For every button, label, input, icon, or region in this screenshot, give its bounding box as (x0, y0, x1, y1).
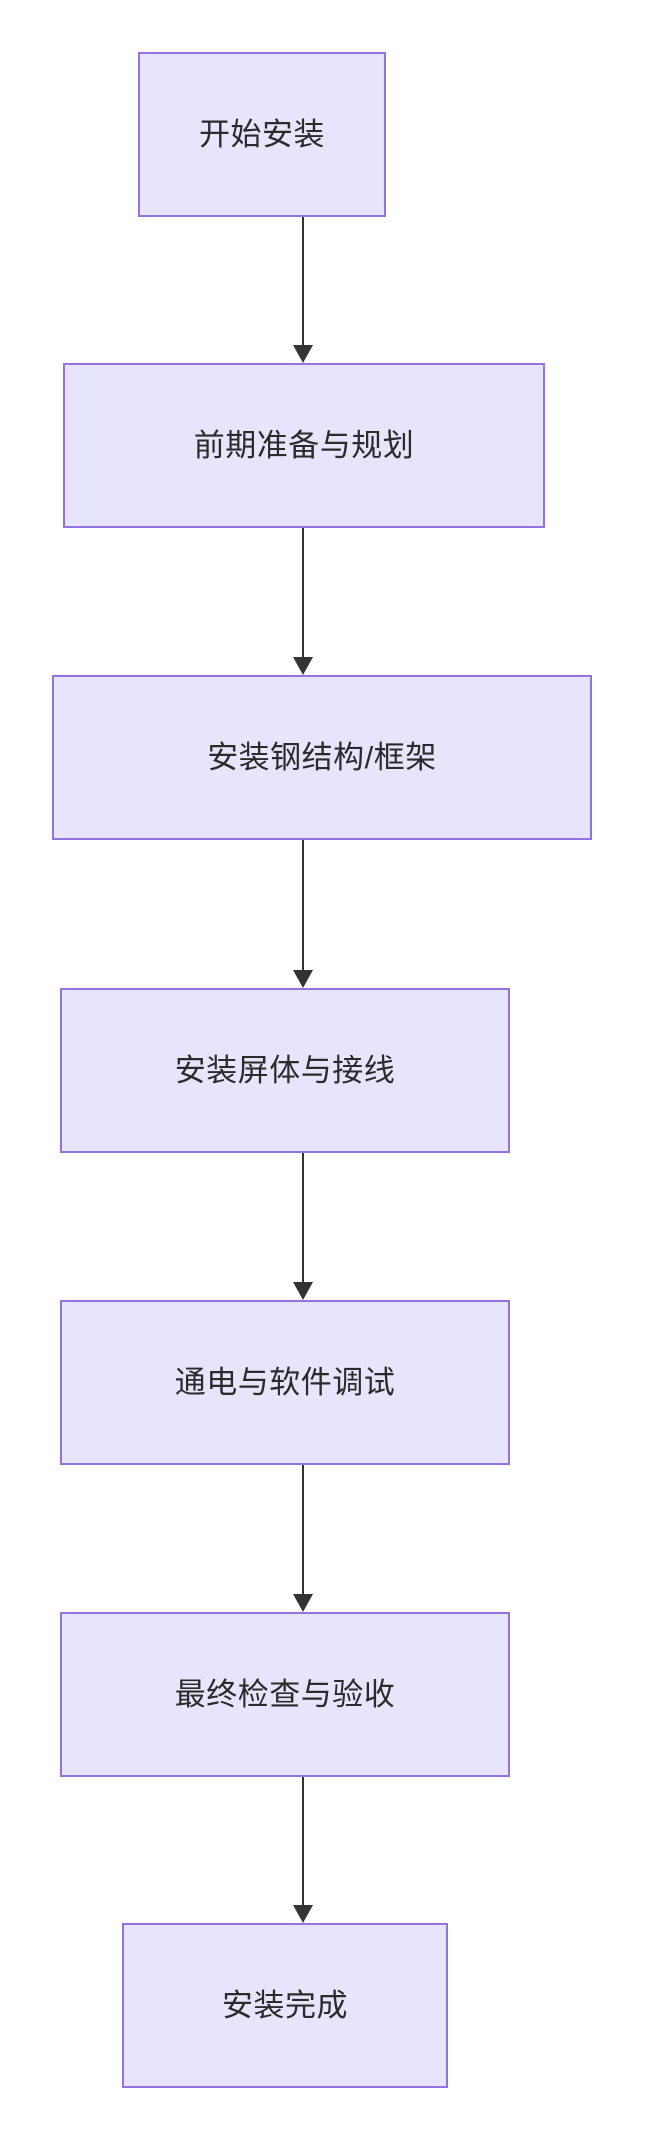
flowchart-node-label-n7: 安装完成 (222, 1987, 348, 2023)
edge-arrowhead-e5 (293, 1594, 313, 1612)
flowchart-node-label-n2: 前期准备与规划 (193, 427, 415, 463)
flowchart-node-n1[interactable]: 开始安装 (138, 52, 386, 217)
flowchart-node-n3[interactable]: 安装钢结构/框架 (52, 675, 592, 840)
edge-arrowhead-e4 (293, 1282, 313, 1300)
flowchart-node-n4[interactable]: 安装屏体与接线 (60, 988, 510, 1153)
flowchart-node-label-n5: 通电与软件调试 (174, 1364, 396, 1400)
flowchart-node-n7[interactable]: 安装完成 (122, 1923, 448, 2088)
flowchart-node-n6[interactable]: 最终检查与验收 (60, 1612, 510, 1777)
edge-arrowhead-e6 (293, 1905, 313, 1923)
flowchart-node-label-n6: 最终检查与验收 (174, 1676, 396, 1712)
flowchart-node-label-n3: 安装钢结构/框架 (207, 739, 437, 775)
edge-arrowhead-e2 (293, 657, 313, 675)
flowchart-node-label-n4: 安装屏体与接线 (174, 1052, 396, 1088)
flowchart-node-n2[interactable]: 前期准备与规划 (63, 363, 545, 528)
edge-arrowhead-e3 (293, 970, 313, 988)
edge-arrowhead-e1 (293, 345, 313, 363)
flowchart-node-label-n1: 开始安装 (199, 116, 325, 152)
flowchart-node-n5[interactable]: 通电与软件调试 (60, 1300, 510, 1465)
